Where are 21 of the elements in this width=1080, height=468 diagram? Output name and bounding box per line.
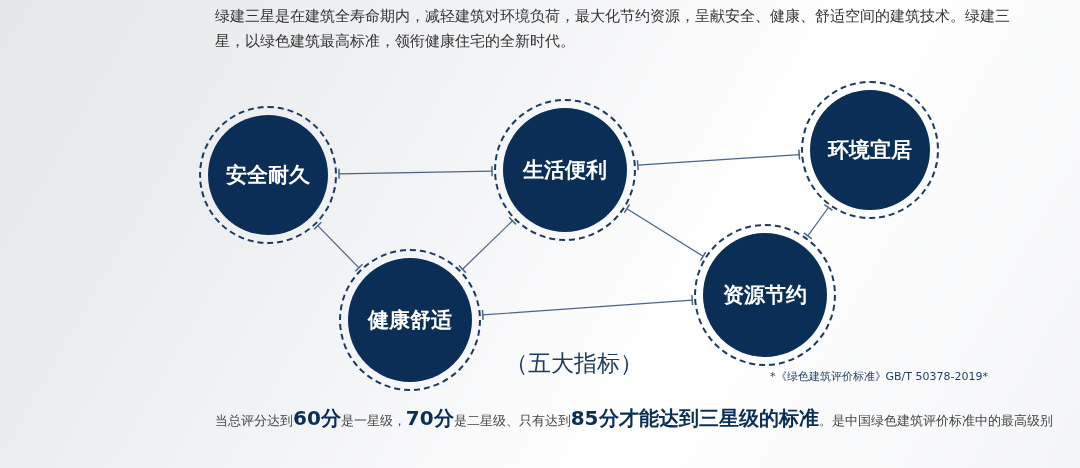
topic-circle <box>348 258 472 382</box>
intro-paragraph: 绿建三星是在建筑全寿命期内，减轻建筑对环境负荷，最大化节约资源，呈献安全、健康、舒适空间的建筑技术。绿建三星，以绿色建筑最高标准，领衔健康住宅的全新时代。 <box>215 6 1011 52</box>
subtitle-text: （五大指标） <box>505 349 643 378</box>
rating-note: 当总评分达到60分是一星级，70分是二星级、只有达到85分才能达到三星级的标准。是中国绿色建筑评价标准中的最高级别 <box>215 405 1053 432</box>
topic-circle <box>703 233 827 357</box>
topic-circle <box>503 108 627 232</box>
connector-line <box>803 203 834 240</box>
connector-line <box>338 165 493 180</box>
node-label: 生活便利 <box>523 157 607 184</box>
topic-circle <box>810 90 930 210</box>
connector-line <box>636 148 801 171</box>
topic-circle <box>208 115 328 235</box>
node-label: 环境宜居 <box>828 137 912 164</box>
connector-line <box>481 294 694 321</box>
connector-line <box>623 203 707 262</box>
node-label: 健康舒适 <box>368 307 452 334</box>
connector-line <box>313 221 364 273</box>
connector-line <box>458 216 517 274</box>
node-label: 资源节约 <box>723 282 807 309</box>
footnote-text: *《绿色建筑评价标准》GB/T 50378-2019* <box>770 369 988 384</box>
node-label: 安全耐久 <box>226 162 310 189</box>
